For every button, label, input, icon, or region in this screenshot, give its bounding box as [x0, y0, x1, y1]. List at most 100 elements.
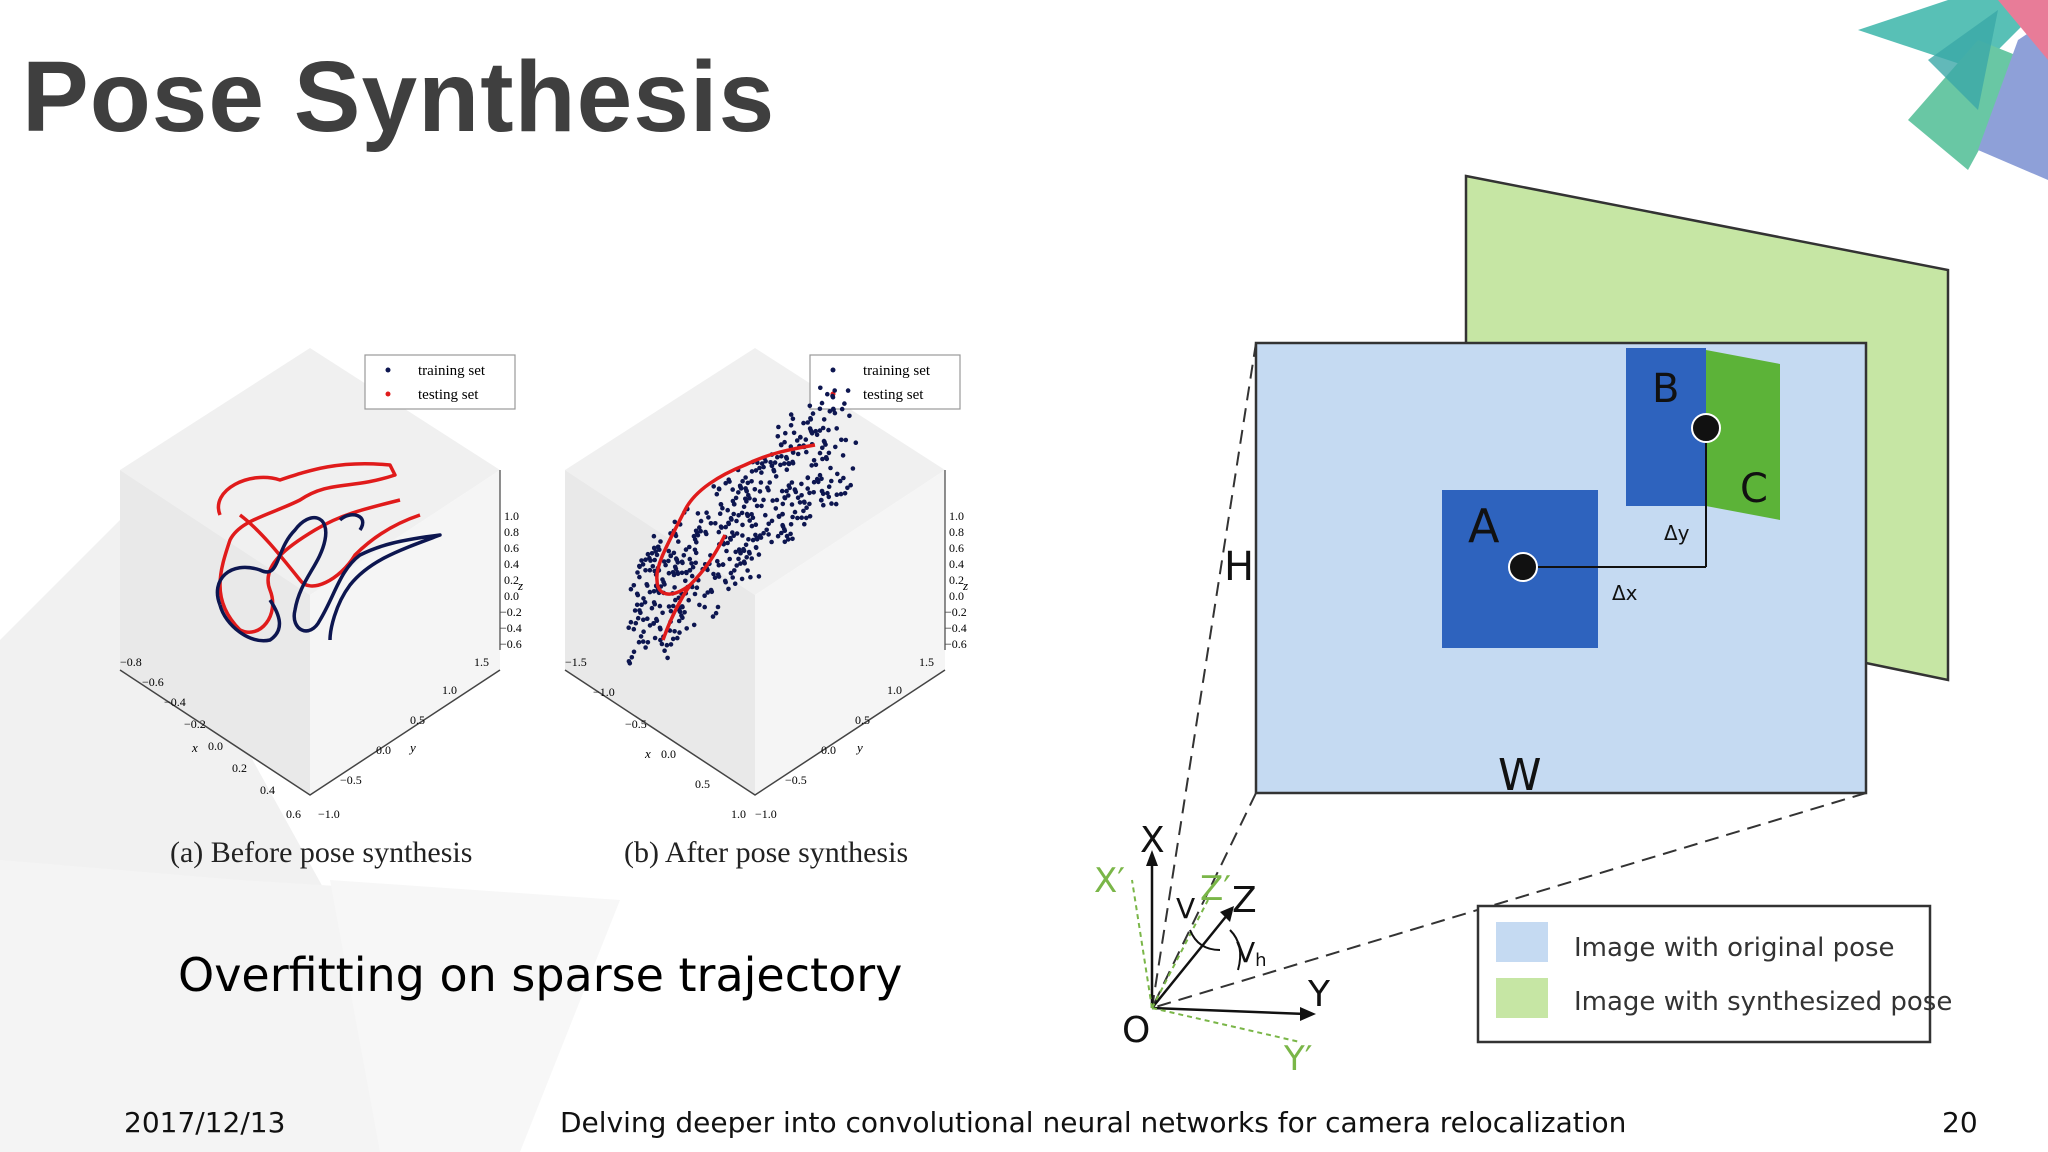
training-point: [738, 561, 743, 566]
training-point: [805, 420, 810, 425]
training-point: [641, 629, 646, 634]
training-point: [661, 579, 666, 585]
training-point: [818, 497, 824, 503]
training-point: [817, 450, 823, 456]
legend-testing-label-b: testing set: [863, 387, 924, 403]
training-point: [626, 625, 631, 630]
training-point: [802, 521, 807, 527]
training-point: [736, 513, 741, 518]
training-point: [775, 434, 781, 439]
training-point: [749, 469, 755, 474]
axis-x-label: X: [1140, 820, 1165, 861]
training-point: [834, 426, 839, 431]
training-point: [670, 603, 676, 609]
training-point: [798, 435, 803, 440]
training-point: [715, 604, 721, 610]
svg-text:−1.0: −1.0: [318, 807, 340, 820]
training-point: [795, 515, 800, 521]
training-point: [677, 630, 682, 635]
training-point: [654, 552, 660, 558]
legend-original-label: Image with original pose: [1574, 933, 1895, 963]
training-point: [744, 511, 750, 517]
training-point: [734, 531, 740, 536]
training-point: [692, 547, 698, 553]
footer-date: 2017/12/13: [124, 1106, 286, 1139]
training-point: [712, 575, 718, 580]
training-trajectory-a: [215, 513, 442, 643]
training-point: [647, 589, 653, 595]
training-point: [784, 467, 790, 472]
training-point: [720, 562, 726, 567]
training-point: [789, 480, 795, 485]
training-point: [820, 456, 825, 462]
training-point: [657, 547, 662, 552]
legend-box-b: [809, 354, 961, 410]
training-point: [749, 479, 754, 484]
svg-text:−0.6: −0.6: [945, 637, 967, 651]
training-point: [837, 478, 843, 484]
svg-text:−0.4: −0.4: [945, 621, 967, 635]
x-axis-ticks-a: −0.8 −0.6 −0.4 −0.2 0.0 0.2 0.4 0.6 x: [120, 655, 301, 820]
legend-swatch-original: [1496, 922, 1548, 962]
training-point: [769, 463, 775, 469]
training-point: [739, 576, 745, 582]
svg-text:−1.5: −1.5: [565, 655, 587, 669]
training-point: [689, 573, 695, 579]
training-point: [643, 645, 648, 650]
training-point: [710, 614, 716, 619]
training-point: [640, 562, 646, 567]
training-point: [801, 508, 806, 514]
training-point: [819, 400, 825, 406]
training-point: [810, 411, 816, 416]
training-point: [819, 476, 824, 482]
training-point: [690, 564, 696, 570]
training-point: [637, 564, 642, 570]
training-point: [775, 454, 780, 460]
training-point: [654, 618, 660, 623]
svg-text:0.0: 0.0: [661, 747, 676, 761]
svg-text:0.8: 0.8: [949, 525, 964, 539]
training-point: [726, 586, 731, 592]
training-point: [825, 490, 830, 496]
training-point: [703, 529, 708, 535]
training-point: [732, 502, 737, 507]
training-point: [666, 604, 672, 609]
svg-text:−0.5: −0.5: [785, 773, 807, 787]
label-delta-x: Δx: [1612, 581, 1638, 605]
training-point: [797, 500, 803, 505]
training-point: [683, 578, 688, 584]
legend-synth-label: Image with synthesized pose: [1574, 987, 1952, 1017]
training-point: [813, 462, 819, 468]
training-point: [730, 530, 735, 535]
training-point: [820, 445, 825, 451]
training-point: [638, 610, 643, 616]
training-point: [853, 440, 859, 445]
training-point: [636, 639, 642, 645]
training-point: [782, 439, 787, 445]
training-point: [807, 501, 812, 507]
training-point: [782, 539, 788, 545]
training-point: [652, 546, 657, 551]
plot-before-synthesis: training set testing set 1.0 0.8 0.6 0.4…: [119, 348, 523, 820]
training-point: [835, 471, 840, 477]
training-point: [845, 388, 851, 393]
training-point: [839, 406, 845, 412]
training-point: [766, 521, 771, 527]
projection-lines: [1151, 342, 1867, 1009]
training-point: [731, 511, 736, 517]
training-point: [734, 563, 739, 568]
training-point: [713, 610, 719, 616]
training-point: [651, 533, 657, 539]
training-point: [799, 493, 804, 498]
training-point: [753, 545, 759, 551]
training-point: [773, 506, 779, 511]
svg-text:1.0: 1.0: [504, 509, 519, 523]
training-point: [704, 510, 709, 515]
training-point: [658, 539, 663, 544]
training-point: [817, 406, 823, 412]
training-point: [724, 548, 729, 554]
caption-before: (a) Before pose synthesis: [170, 836, 473, 869]
training-point: [679, 570, 685, 576]
training-point: [686, 597, 691, 603]
svg-text:0.4: 0.4: [949, 557, 964, 571]
